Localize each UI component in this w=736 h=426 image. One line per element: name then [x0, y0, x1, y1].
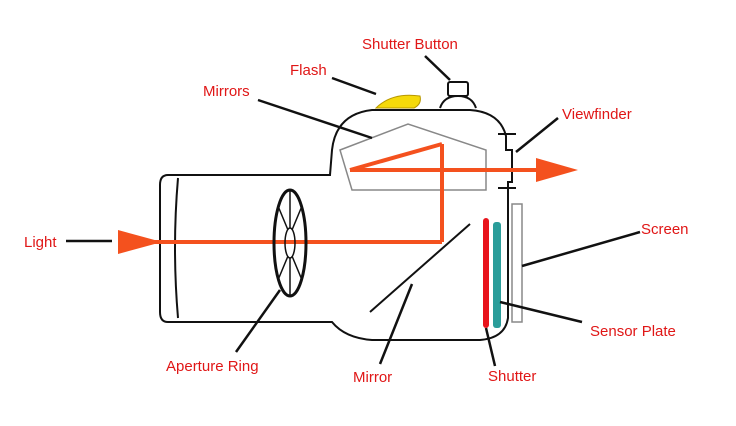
label-mirrors: Mirrors: [203, 83, 250, 100]
label-light: Light: [24, 234, 57, 251]
label-shutter-button: Shutter Button: [362, 36, 458, 53]
leader-screen: [521, 230, 641, 268]
label-flash: Flash: [290, 62, 327, 79]
leader-shutter: [484, 327, 497, 367]
aperture-blades: [277, 190, 303, 296]
leader-aperture-ring: [234, 289, 282, 353]
label-screen: Screen: [641, 221, 689, 238]
light-path-prism: [349, 142, 443, 172]
label-shutter: Shutter: [488, 368, 536, 385]
label-aperture-ring: Aperture Ring: [166, 358, 259, 375]
leader-flash: [331, 76, 377, 96]
leader-sensor-plate: [499, 300, 583, 324]
leader-lines: [66, 55, 641, 367]
screen-panel: [511, 203, 523, 323]
leader-mirror: [378, 283, 414, 365]
sensor-strip: [493, 222, 501, 328]
flash-shape: [374, 94, 421, 109]
leader-mirrors: [257, 98, 373, 140]
reflex-mirror: [369, 223, 471, 313]
label-viewfinder: Viewfinder: [562, 106, 632, 123]
camera-body-outline: [159, 109, 513, 341]
light-arrowhead-out: [536, 158, 578, 182]
shutter-button-base: [439, 94, 477, 109]
lens-barrel-rim: [174, 177, 179, 319]
light-arrowhead-in: [118, 230, 162, 254]
leader-viewfinder: [515, 117, 559, 153]
shutter-strip: [483, 218, 489, 328]
leader-shutter-button: [424, 55, 451, 81]
shutter-button-knob: [447, 81, 469, 97]
label-mirror: Mirror: [353, 369, 392, 386]
label-sensor-plate: Sensor Plate: [590, 323, 676, 340]
